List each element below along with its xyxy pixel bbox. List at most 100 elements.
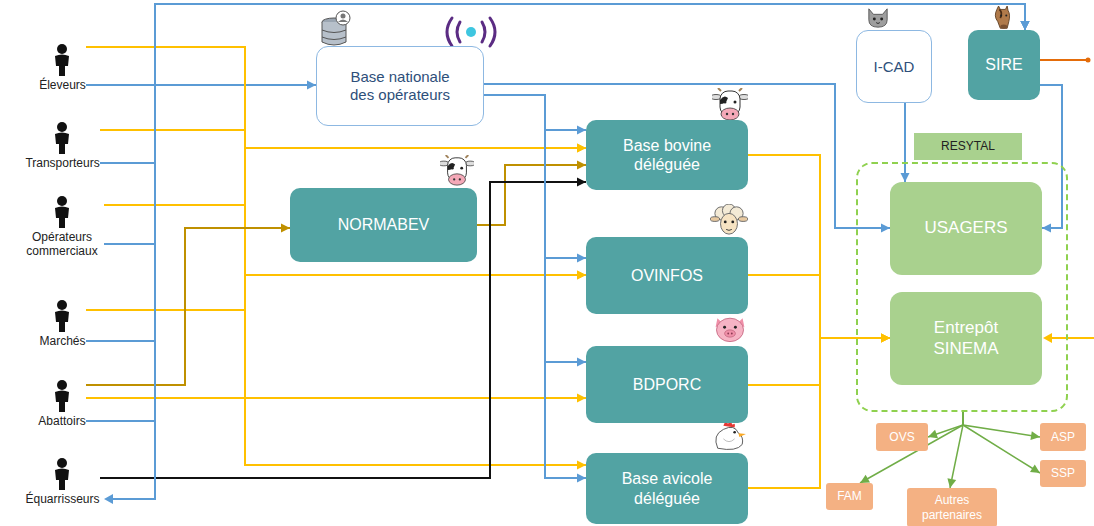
node-label: FAM [837,489,862,503]
person-icon [55,44,69,76]
partner-box: Autres partenaires [907,488,997,526]
flow-connector [477,161,586,226]
node-label: USAGERS [924,218,1007,238]
node-label: Abattoirs [38,414,86,428]
connector-line [748,155,890,338]
arrow-head [281,224,290,233]
flow-connector [484,84,890,233]
connector-line [860,412,963,483]
registry-box: Base nationale des opérateurs [316,46,484,126]
flow-connector [963,412,1040,440]
flow-connector [100,130,586,153]
flow-connector [86,81,316,90]
arrow-head [881,334,890,343]
flow-connector [484,95,586,263]
chicken-icon [716,422,746,449]
connector-line [86,4,1025,341]
actor-figure: Opérateurs commerciaux [20,196,104,259]
flow-connector [86,271,586,311]
flow-connector [86,4,1030,341]
arrow-head [577,144,586,153]
node-label: NORMABEV [338,215,430,234]
connector-line [86,4,1025,421]
flow-connector [100,178,586,479]
connector-line [748,338,890,488]
node-label: Transporteurs [25,156,100,170]
partner-box: ASP [1040,423,1086,451]
node-label: Base avicole déléguée [602,469,732,507]
connector-line [484,84,890,228]
partner-box: OVS [876,423,928,451]
database-box: SIRE [968,30,1040,100]
arrow-head [881,334,890,343]
connector-line [484,95,586,362]
partner-box: SSP [1040,460,1086,487]
actor-figure: Transporteurs [25,122,100,170]
database-box: NORMABEV [290,188,477,262]
flow-connector [947,412,963,488]
arrow-head [577,126,586,135]
flow-connector [86,394,586,403]
arrow-head [577,358,586,367]
arrow-head [577,271,586,280]
flow-connector [86,47,586,153]
connector-line [86,275,586,310]
arrow-head [577,271,586,280]
arrow-head [1021,21,1030,30]
node-label: Éleveurs [39,78,86,92]
arrow-head [577,461,586,470]
flow-connector [100,4,1030,163]
pig-icon [716,318,745,341]
node-label: BDPORC [633,375,701,394]
flow-connector [748,275,890,343]
registry-box: I-CAD [856,30,932,103]
partner-box: FAM [826,483,873,510]
node-label: SIRE [985,55,1022,74]
connector-line [963,412,1040,473]
node-label: Base nationale des opérateurs [340,68,460,104]
person-icon [55,122,69,154]
database-box: Base avicole déléguée [586,453,748,524]
node-label: Opérateurs commerciaux [20,230,104,259]
person-icon [55,380,69,412]
connector-line [904,103,906,182]
module-box: USAGERS [890,182,1042,275]
actor-figure: Équarrisseurs [25,458,100,506]
node-label: ASP [1051,430,1075,444]
node-label: Autres partenaires [912,493,992,522]
flow-connector [86,4,1030,421]
cow-icon [711,88,749,120]
arrow-head [1042,224,1051,233]
arrow-head [1030,431,1040,440]
database-box: Base bovine déléguée [586,120,748,190]
arrow-head [881,224,890,233]
arrow-head [860,475,870,483]
arrow-head [577,394,586,403]
connector-line [100,4,1025,163]
bus-line [104,421,155,504]
arrow-head [577,161,586,170]
arrow-head [1021,21,1030,30]
connector-line [484,95,586,130]
actor-figure: Éleveurs [39,44,86,92]
person-icon [55,196,69,228]
connector-line [484,95,586,478]
database-icon [322,11,350,45]
system-group: RESYTALUSAGERSEntrepôt SINEMA [856,162,1068,412]
person-icon [55,458,69,490]
flow-connector [86,47,586,470]
feed-line [1040,58,1091,63]
arrow-head [577,254,586,263]
connector-line [86,84,316,86]
arrow-head [1021,21,1030,30]
node-label: I-CAD [874,58,915,76]
node-label: Entrepôt SINEMA [916,318,1016,359]
connector-line [86,228,290,385]
node-label: OVINFOS [631,266,703,285]
connector-line [86,47,586,148]
node-label: OVS [889,430,914,444]
arrow-head [901,173,910,182]
arrow-head [881,334,890,343]
connector-line [100,182,586,478]
arrow-head [881,334,890,343]
